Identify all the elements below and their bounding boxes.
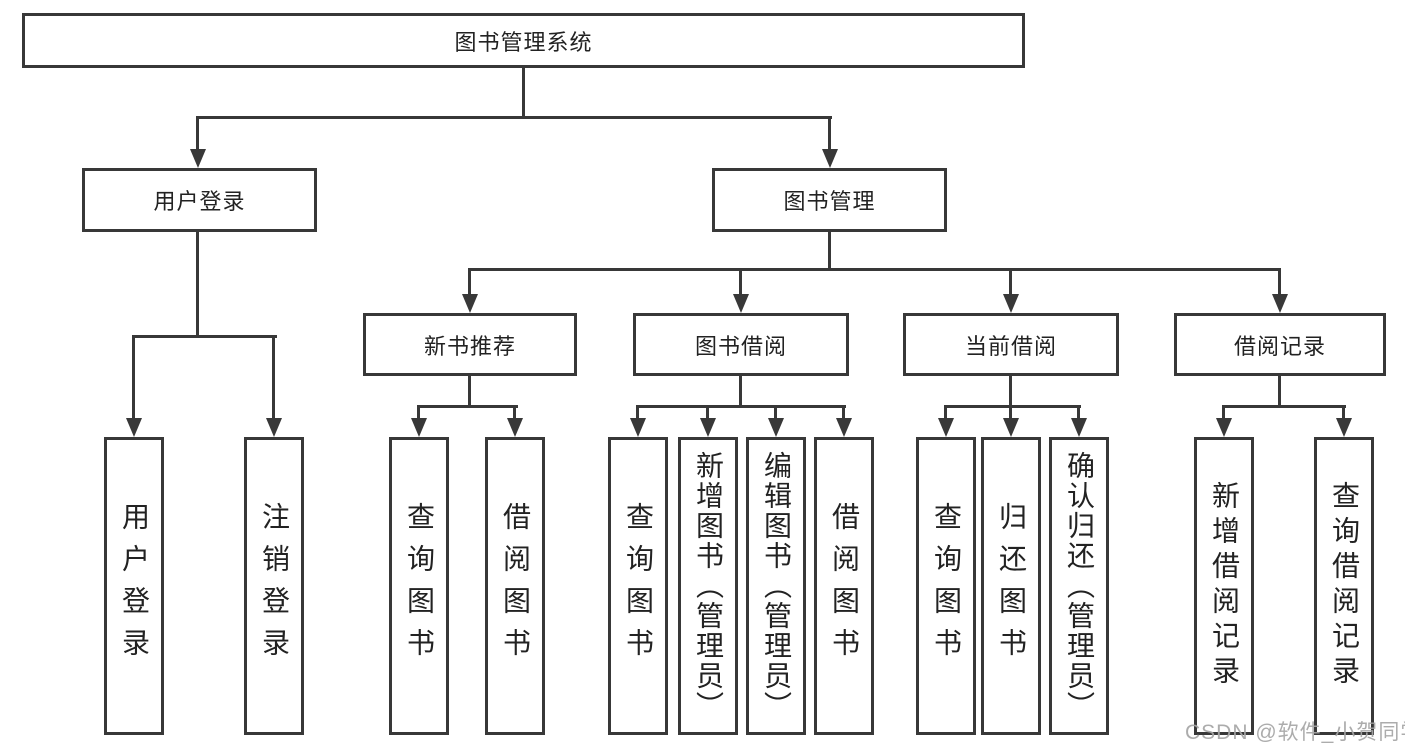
arrowhead-down-icon [938,418,954,437]
connector-line [739,376,742,408]
connector-line [468,376,471,408]
connector-line [739,268,742,296]
arrowhead-down-icon [1336,418,1352,437]
node-label: 新增图书（管理员） [693,451,724,721]
leaf-query-books-recommend: 查询图书 [389,437,449,735]
node-label: 查询图书 [931,502,962,670]
arrowhead-down-icon [507,418,523,437]
connector-line [828,232,831,271]
connector-line [774,405,777,420]
leaf-query-borrow-record: 查询借阅记录 [1314,437,1374,735]
node-label: 借阅图书 [500,502,531,670]
node-label: 查询图书 [404,502,435,670]
node-label: 借阅图书 [829,502,860,670]
node-book-management: 图书管理 [712,168,947,232]
connector-line [1009,376,1012,408]
connector-line [1009,268,1012,296]
connector-line [417,405,420,420]
leaf-confirm-return-admin: 确认归还（管理员） [1049,437,1109,735]
connector-line [706,405,709,420]
node-label: 图书管理系统 [454,29,593,55]
node-label: 查询借阅记录 [1329,481,1360,691]
arrowhead-down-icon [1003,294,1019,313]
leaf-query-books-borrow: 查询图书 [608,437,668,735]
arrowhead-down-icon [768,418,784,437]
arrowhead-down-icon [822,149,838,168]
node-library-management-system: 图书管理系统 [22,13,1025,68]
connector-line [196,116,832,119]
node-label: 用户登录 [153,189,246,214]
connector-line [944,405,1081,408]
connector-line [636,405,846,408]
node-label: 用户登录 [119,502,150,670]
node-label: 新书推荐 [423,333,516,359]
node-current-borrowing: 当前借阅 [903,313,1119,376]
arrowhead-down-icon [190,149,206,168]
connector-line [513,405,516,420]
arrowhead-down-icon [700,418,716,437]
arrowhead-down-icon [1003,418,1019,437]
connector-line [1222,405,1346,408]
leaf-logout: 注销登录 [244,437,304,735]
connector-line [1077,405,1080,420]
connector-line [468,268,471,296]
connector-line [944,405,947,420]
leaf-add-borrow-record: 新增借阅记录 [1194,437,1254,735]
connector-line [636,405,639,420]
arrowhead-down-icon [411,418,427,437]
connector-line [468,268,1281,271]
node-label: 归还图书 [996,502,1027,670]
node-label: 图书借阅 [694,333,787,359]
connector-line [1278,376,1281,408]
connector-line [196,232,199,338]
leaf-borrow-books-recommend: 借阅图书 [485,437,545,735]
connector-line [1278,268,1281,296]
leaf-user-login: 用户登录 [104,437,164,735]
connector-line [132,335,277,338]
node-borrowing-records: 借阅记录 [1174,313,1386,376]
node-label: 注销登录 [259,502,290,670]
node-label: 当前借阅 [964,333,1057,359]
node-new-book-recommendation: 新书推荐 [363,313,577,376]
arrowhead-down-icon [630,418,646,437]
connector-line [272,335,275,420]
node-user-login: 用户登录 [82,168,317,232]
arrowhead-down-icon [126,418,142,437]
arrowhead-down-icon [1272,294,1288,313]
connector-line [828,116,831,151]
watermark-text: CSDN @软件_小贺同学 [1185,721,1405,744]
leaf-edit-books-admin: 编辑图书（管理员） [746,437,806,735]
connector-line [842,405,845,420]
arrowhead-down-icon [733,294,749,313]
node-label: 查询图书 [623,502,654,670]
node-label: 借阅记录 [1233,333,1326,359]
node-label: 图书管理 [783,189,876,214]
connector-line [1222,405,1225,420]
connector-line [1342,405,1345,420]
leaf-borrow-books: 借阅图书 [814,437,874,735]
arrowhead-down-icon [1071,418,1087,437]
arrowhead-down-icon [462,294,478,313]
node-label: 确认归还（管理员） [1064,451,1095,721]
leaf-query-books-current: 查询图书 [916,437,976,735]
arrowhead-down-icon [836,418,852,437]
arrowhead-down-icon [266,418,282,437]
connector-line [417,405,518,408]
node-label: 新增借阅记录 [1209,481,1240,691]
leaf-return-books: 归还图书 [981,437,1041,735]
leaf-add-books-admin: 新增图书（管理员） [678,437,738,735]
connector-line [132,335,135,420]
connector-line [1009,405,1012,420]
connector-line [522,68,525,119]
arrowhead-down-icon [1216,418,1232,437]
node-book-borrowing: 图书借阅 [633,313,849,376]
connector-line [196,116,199,151]
node-label: 编辑图书（管理员） [761,451,792,721]
